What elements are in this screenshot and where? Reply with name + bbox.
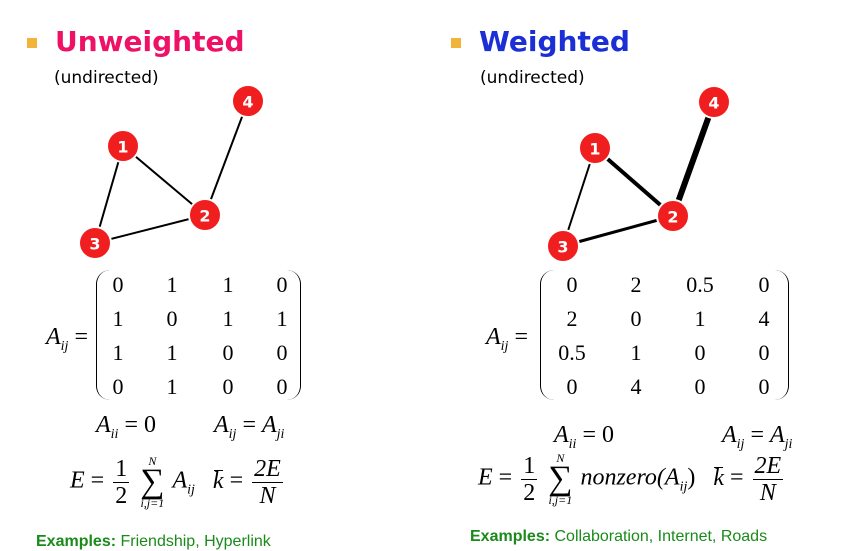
examples-footer: Examples: Friendship, Hyperlink <box>36 533 271 550</box>
symmetry-equation: Aij = Aji <box>214 412 285 442</box>
bullet-icon <box>27 38 37 48</box>
graph-unweighted: 1 2 3 4 <box>78 84 265 260</box>
examples-footer: Examples: Collaboration, Internet, Roads <box>470 528 768 545</box>
matrix-left-paren <box>540 270 555 400</box>
svg-text:4: 4 <box>708 94 719 113</box>
svg-text:3: 3 <box>89 235 100 254</box>
matrix-cell: 0 <box>566 374 578 399</box>
matrix-cell: 0.5 <box>558 340 586 365</box>
matrix-cell: 1 <box>222 306 234 331</box>
edge-2-3 <box>94 214 206 244</box>
svg-text:2: 2 <box>667 208 678 227</box>
edge-1-2 <box>593 146 675 218</box>
edge-2-3 <box>562 214 674 248</box>
matrix-cell: 1 <box>166 374 178 399</box>
panel-title: Unweighted <box>55 25 245 58</box>
svg-text:1: 1 <box>589 140 600 159</box>
panel-subtitle: (undirected) <box>54 68 159 88</box>
panel-subtitle: (undirected) <box>480 68 585 88</box>
edge-2-4 <box>670 100 717 218</box>
node-4: 4 <box>231 84 265 118</box>
unweighted-panel: Unweighted (undirected) 1 2 3 4 Aij = 0 … <box>0 0 424 550</box>
matrix-cell: 1 <box>112 306 124 331</box>
svg-text:4: 4 <box>242 93 253 112</box>
matrix-cell: 0 <box>694 374 706 399</box>
matrix-cell: 0 <box>222 374 234 399</box>
node-2: 2 <box>188 198 222 232</box>
node-3: 3 <box>78 226 112 260</box>
matrix-cell: 0 <box>222 340 234 365</box>
matrix-left-paren <box>96 270 111 400</box>
matrix-cell: 1 <box>630 340 642 365</box>
diagonal-equation: Aii = 0 <box>96 412 156 442</box>
matrix-cell: 1 <box>166 272 178 297</box>
matrix-cell: 0 <box>276 374 288 399</box>
matrix-cell: 1 <box>112 340 124 365</box>
node-4: 4 <box>697 85 731 119</box>
symmetry-equation: Aij = Aji <box>722 422 793 452</box>
matrix-cell: 1 <box>166 340 178 365</box>
matrix-cell: 0 <box>112 272 124 297</box>
weighted-panel: Weighted (undirected) 1 2 3 4 Aij = 0 2 … <box>424 0 849 545</box>
matrix-right-paren <box>774 270 789 400</box>
node-1: 1 <box>578 131 612 165</box>
matrix-cell: 1 <box>694 306 706 331</box>
matrix-lhs: Aij = <box>46 324 88 354</box>
node-1: 1 <box>106 129 140 163</box>
matrix-cell: 0 <box>694 340 706 365</box>
node-3: 3 <box>546 229 580 263</box>
svg-text:1: 1 <box>117 138 128 157</box>
matrix-cell: 0 <box>276 340 288 365</box>
graph-weighted: 1 2 3 4 <box>546 85 731 263</box>
svg-text:3: 3 <box>557 238 568 257</box>
matrix-cell: 0 <box>112 374 124 399</box>
matrix-cell: 0 <box>276 272 288 297</box>
matrix-lhs: Aij = <box>486 324 528 354</box>
matrix-cell: 0 <box>630 306 642 331</box>
edge-2-4 <box>204 100 249 216</box>
matrix-cell: 1 <box>222 272 234 297</box>
matrix-cell: 1 <box>276 306 288 331</box>
matrix-cell: 0 <box>758 340 770 365</box>
matrix-cell: 0 <box>758 374 770 399</box>
matrix-right-paren <box>286 270 301 400</box>
matrix-cell: 4 <box>630 374 642 399</box>
matrix-cell: 0 <box>566 272 578 297</box>
matrix-cell: 4 <box>758 306 770 331</box>
svg-text:2: 2 <box>199 207 210 226</box>
matrix-cell: 2 <box>566 306 578 331</box>
diagonal-equation: Aii = 0 <box>554 422 614 452</box>
matrix-cell: 2 <box>630 272 642 297</box>
node-2: 2 <box>656 199 690 233</box>
matrix-cell: 0 <box>758 272 770 297</box>
edge-1-3 <box>562 147 596 247</box>
bullet-icon <box>451 38 461 48</box>
matrix-cell: 0.5 <box>686 272 714 297</box>
panel-title: Weighted <box>479 25 630 58</box>
edge-1-2 <box>122 145 206 216</box>
matrix-cell: 0 <box>166 306 178 331</box>
